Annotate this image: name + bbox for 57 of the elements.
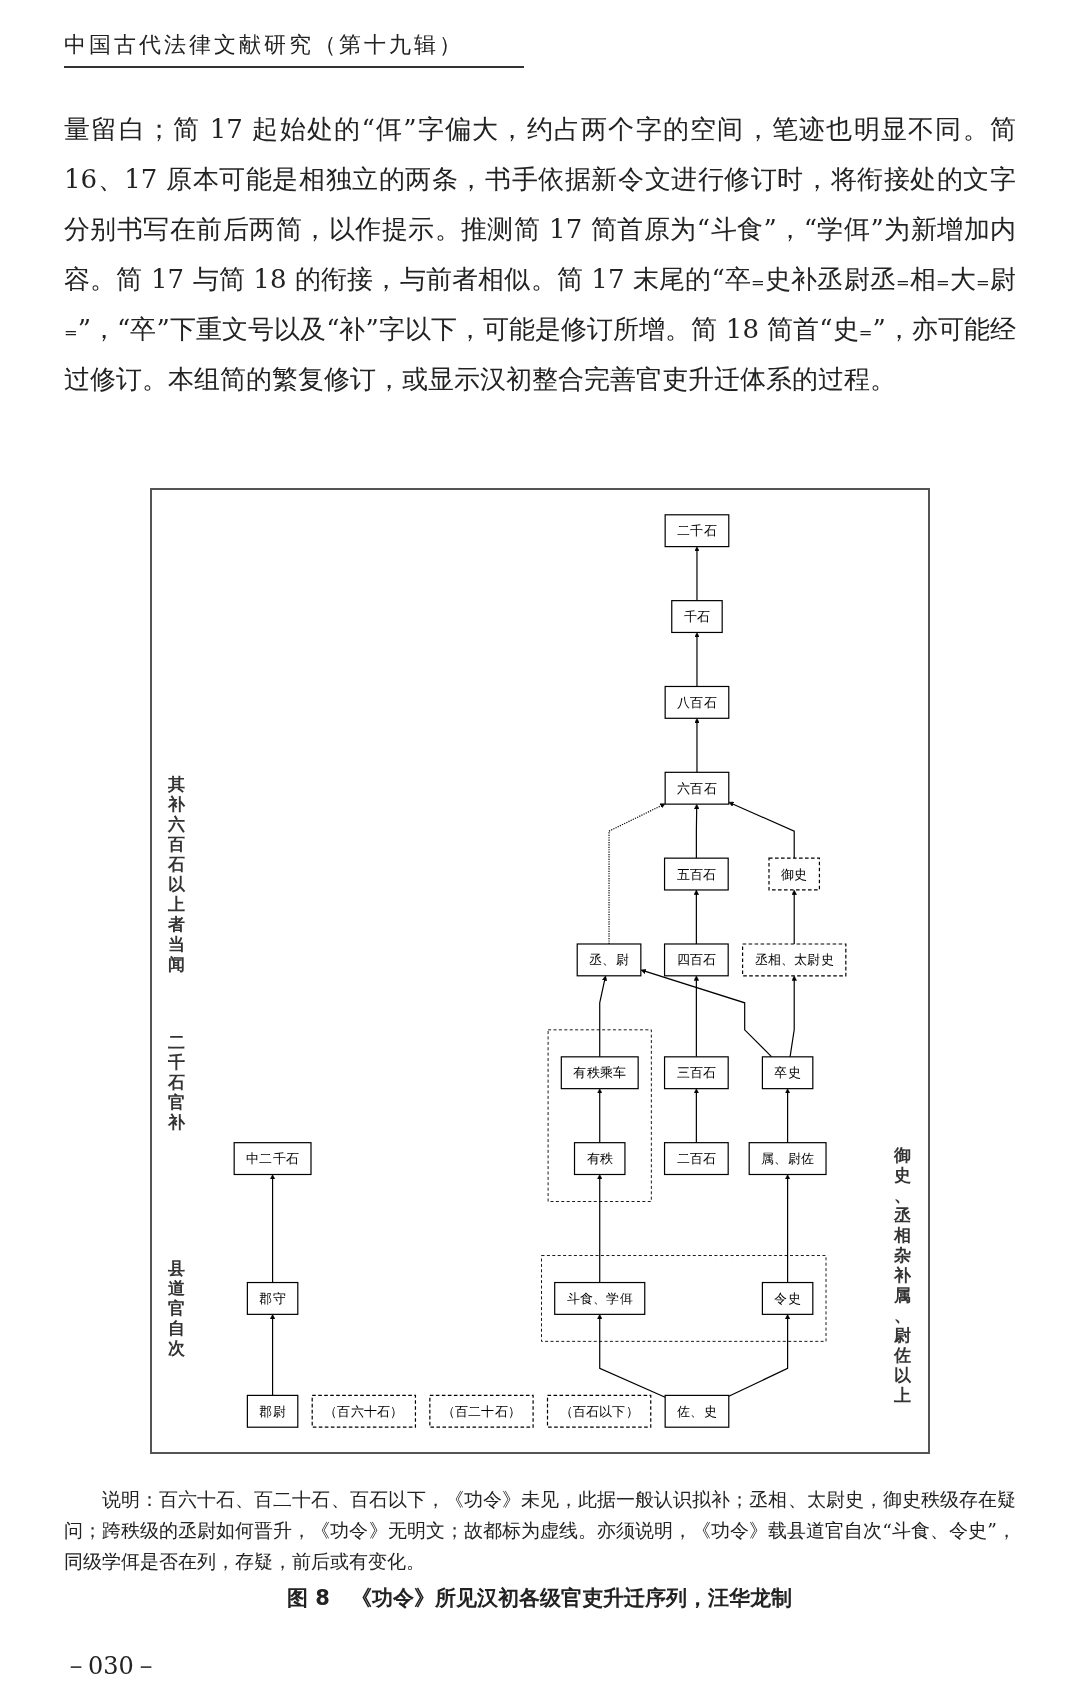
- node-box: [246, 1281, 299, 1315]
- side-note: 其补六百石以上者当闻: [168, 774, 186, 975]
- node-box: [560, 1056, 639, 1090]
- node-box: [761, 1281, 814, 1315]
- arrow: [728, 801, 795, 859]
- node-box: [768, 857, 820, 891]
- arrow: [693, 889, 699, 945]
- node-box: [664, 771, 730, 805]
- arrow: [693, 1088, 699, 1144]
- node-box: [671, 600, 723, 634]
- node-box: [742, 943, 847, 977]
- arrow: [640, 968, 773, 1058]
- node-box: [664, 685, 730, 719]
- figure-note: 说明：百六十石、百二十石、百石以下，《功令》未见，此据一般认识拟补；丞相、太尉史，御史秩级存在疑问；跨秩级的丞尉如何晋升，《功令》无明文；故都标为虚线。亦须说明，《功令》载县道官自次“斗食、令史”，同级学佴是否在列，存疑，前后或有变化。: [64, 1487, 1016, 1574]
- arrow: [597, 1088, 603, 1144]
- node-box: [748, 1142, 827, 1176]
- node-box: [576, 943, 642, 977]
- arrow: [269, 1174, 276, 1284]
- arrow: [789, 975, 797, 1058]
- node-box: [663, 1056, 729, 1090]
- arrow: [597, 1314, 666, 1398]
- cluster: [541, 1255, 827, 1342]
- arrow: [599, 975, 608, 1058]
- node-box: [663, 943, 729, 977]
- node-box: [311, 1394, 417, 1428]
- arrow: [694, 546, 700, 602]
- arrow: [791, 889, 797, 945]
- arrow: [608, 803, 666, 945]
- arrow: [693, 975, 699, 1058]
- arrow: [597, 1174, 603, 1284]
- arrow: [784, 1088, 791, 1144]
- node-box: [233, 1142, 312, 1176]
- node-box: [664, 514, 730, 548]
- side-note: 御史、丞相杂补属、尉佐以上: [894, 1144, 912, 1405]
- node-box: [554, 1281, 646, 1315]
- body-paragraph: 量留白；简 17 起始处的“佴”字偏大，约占两个字的空间，笔迹也明显不同。简 16、17 原本可能是相独立的两条，书手依据新令文进行修订时，将衔接处的文字分别书写在前后两简，以作提示。推测简 17 简首原为“斗食”，“学佴”为新增加内容。简 17 与简 18 的衔接，与前者相似。简 17 末尾的“卒₌史补丞尉丞₌相₌大₌尉₌”，“卒”下重文号以及“补”字以下，可能是修订所增。简 18 简首“史₌”，亦可能经过修订。本组简的繁复修订，或显示汉初整合完善官吏升迁体系的过程。: [64, 113, 1016, 396]
- arrow: [269, 1314, 276, 1396]
- arrow: [694, 718, 700, 773]
- side-note: 县道官自次: [168, 1257, 186, 1358]
- cluster: [547, 1029, 652, 1202]
- arrow: [694, 803, 700, 859]
- node-box: [663, 1142, 729, 1176]
- node-box: [573, 1142, 626, 1176]
- page-number: －030－: [64, 1651, 158, 1682]
- node-box: [246, 1394, 299, 1428]
- arrow: [784, 1174, 791, 1284]
- node-box: [761, 1056, 814, 1090]
- node-box: [546, 1394, 652, 1428]
- running-header: 中国古代法律文献研究（第十九辑）: [64, 30, 524, 68]
- figure-caption: 图 8 《功令》所见汉初各级官吏升迁序列，汪华龙制: [286, 1585, 793, 1612]
- node-box: [664, 1394, 730, 1428]
- arrow: [728, 1314, 791, 1397]
- node-box: [429, 1394, 534, 1428]
- side-note: 二千石官补: [168, 1031, 186, 1132]
- figure-frame: 二千石 千石 八百石 六百石 五百石 御史 丞、尉 四百石 丞相、太尉史 有秩乘车 三百石 卒史 中二千石 有秩 二百石 属、尉佐 郡守 斗食、学佴 令史 郡尉 （百六十石） （百二十石） （百石以下） 佐、史 其补六百石以上者当闻 二千石官补 县道官自次 御史、丞相杂补属、尉佐以上: [150, 488, 930, 1454]
- node-box: [663, 857, 729, 891]
- arrow: [694, 632, 700, 688]
